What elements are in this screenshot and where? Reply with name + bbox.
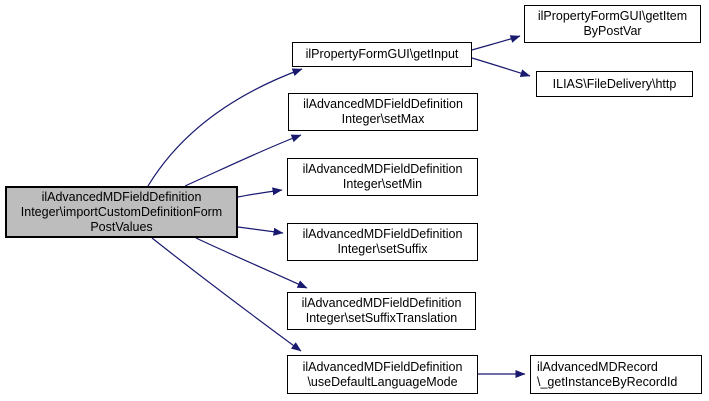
edge-main-to-setSuffixTranslation [195, 237, 308, 289]
edge-main-to-getInput [147, 68, 303, 187]
node-label-line: ilAdvancedMDRecord [537, 359, 658, 374]
node-label-line: \_getInstanceByRecordId [537, 374, 678, 389]
node-label-line: ilAdvancedMDFieldDefinition [301, 296, 462, 310]
node-label-line: Integer\setMin [342, 177, 423, 191]
node-setMin[interactable]: ilAdvancedMDFieldDefinition Integer\setM… [287, 158, 478, 196]
node-label-line: ilAdvancedMDFieldDefinition [303, 97, 463, 111]
edge-main-to-setSuffix [237, 226, 284, 236]
node-useDefaultLanguageMode[interactable]: ilAdvancedMDFieldDefinition \useDefaultL… [287, 355, 478, 394]
node-setSuffix[interactable]: ilAdvancedMDFieldDefinition Integer\setS… [287, 223, 478, 261]
edge-main-to-setMax [184, 134, 302, 187]
node-setMax[interactable]: ilAdvancedMDFieldDefinition Integer\setM… [288, 93, 478, 131]
edge-getInput-to-http [471, 57, 531, 77]
node-label-line: ilPropertyFormGUI\getInput [305, 47, 459, 61]
node-label-line: \useDefaultLanguageMode [307, 374, 458, 389]
node-getInput[interactable]: ilPropertyFormGUI\getInput [292, 42, 472, 67]
node-label-line: Integer\setSuffixTranslation [305, 311, 458, 325]
node-label-line: Integer\importCustomDefinitionForm [20, 204, 223, 219]
node-importCustomDefinitionFormPostValues[interactable]: ilAdvancedMDFieldDefinition Integer\impo… [5, 186, 238, 238]
node-label-line: ilAdvancedMDFieldDefinition [302, 162, 463, 176]
node-label-line: Integer\setMax [341, 112, 425, 126]
edge-getInput-to-getItemByPostVar [471, 35, 521, 51]
edge-main-to-useDefaultLanguageMode [151, 237, 302, 352]
node-label-line: ilAdvancedMDFieldDefinition [302, 359, 463, 374]
node-label-line: ilAdvancedMDFieldDefinition [302, 227, 463, 241]
node-label-line: ilAdvancedMDFieldDefinition [41, 189, 202, 204]
node-label-line: ilPropertyFormGUI\getItem [537, 9, 688, 23]
node-label-line: ByPostVar [583, 24, 642, 38]
node-getItemByPostVar[interactable]: ilPropertyFormGUI\getItem ByPostVar [524, 5, 701, 43]
node-label-line: ILIAS\FileDelivery\http [552, 76, 677, 91]
node-http[interactable]: ILIAS\FileDelivery\http [536, 71, 693, 97]
node-getInstanceByRecordId[interactable]: ilAdvancedMDRecord \_getInstanceByRecord… [530, 355, 702, 394]
node-label-line: PostValues [90, 219, 153, 234]
node-label-line: Integer\setSuffix [337, 242, 428, 256]
edge-main-to-setMin [237, 187, 283, 198]
node-setSuffixTranslation[interactable]: ilAdvancedMDFieldDefinition Integer\setS… [287, 292, 476, 330]
